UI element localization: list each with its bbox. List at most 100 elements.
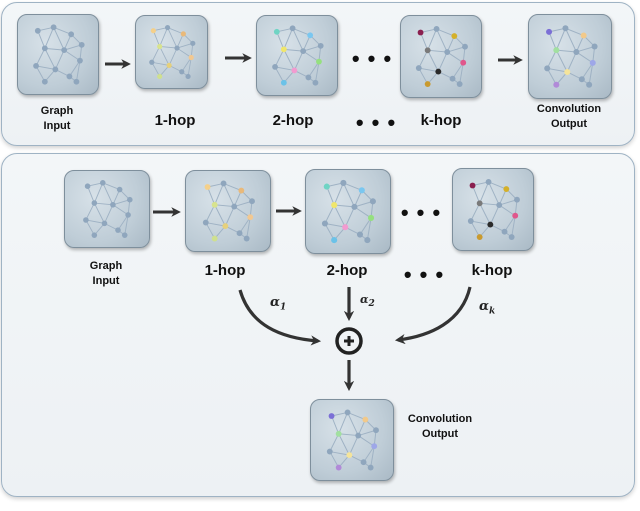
graph-edge <box>588 62 594 85</box>
graph-node <box>211 201 218 208</box>
graph-node <box>589 59 596 66</box>
graph-edge <box>547 67 568 73</box>
graph-edge <box>54 49 65 70</box>
graph-edge <box>167 27 178 49</box>
graph-node <box>317 42 324 49</box>
graph-edge <box>176 47 192 58</box>
graph-edge <box>436 28 448 53</box>
graph-node <box>211 235 218 242</box>
graph-node <box>180 31 186 37</box>
graph-glyph <box>415 26 468 87</box>
graph-node <box>331 202 338 209</box>
hop2-label-top: 2-hop <box>272 112 314 129</box>
graph-node <box>553 47 560 54</box>
graph-node <box>280 79 287 86</box>
graph-edge <box>151 46 161 63</box>
graph-node <box>291 67 298 74</box>
graph-edge <box>427 49 448 53</box>
graph-edge <box>326 186 335 206</box>
graph-node <box>351 203 358 210</box>
graph-node <box>77 57 83 64</box>
graph-node <box>222 223 229 230</box>
graph-edge <box>117 214 129 231</box>
hop1-label-bottom: 1-hop <box>204 262 246 279</box>
graph-node <box>50 24 57 31</box>
graph-edge <box>358 429 377 437</box>
graph-edge <box>75 60 81 82</box>
graph-edge <box>329 451 350 456</box>
graph-node <box>185 73 191 80</box>
graph-node <box>456 81 463 87</box>
graph-node <box>157 73 163 80</box>
graph-glyph <box>272 25 324 86</box>
hop2-graph-tile-top <box>256 15 338 96</box>
ellipsis-top-lower: • • • <box>355 110 397 135</box>
graph-edge <box>324 223 335 241</box>
graph-node <box>179 69 185 75</box>
graph-edge <box>470 203 481 222</box>
graph-edge <box>427 50 439 72</box>
graph-node <box>164 24 171 31</box>
graph-node <box>355 432 362 439</box>
graph-edge <box>347 411 366 421</box>
graph-edge <box>324 204 335 224</box>
graph-node <box>514 196 520 203</box>
graph-node <box>358 187 365 194</box>
graph-edge <box>329 433 340 452</box>
graph-edge <box>102 182 120 191</box>
graph-edge <box>357 435 375 447</box>
graph-edge <box>511 215 516 238</box>
graph-node <box>121 232 128 238</box>
graph-glyph <box>321 179 376 244</box>
graph-node <box>562 25 569 32</box>
graph-edge <box>459 62 464 85</box>
graph-node <box>41 78 48 85</box>
graph-node <box>424 47 431 54</box>
graph-node <box>125 212 131 218</box>
graph-edge <box>102 182 114 205</box>
graph-edge <box>546 49 557 69</box>
graph-node <box>424 81 431 87</box>
graph-edge <box>274 66 285 83</box>
graph-glyph <box>33 24 85 85</box>
graph-edge <box>338 433 350 456</box>
graph-edge <box>64 44 82 51</box>
graph-edge <box>314 61 320 83</box>
graph-edge <box>85 219 95 236</box>
graph-edge <box>363 445 375 463</box>
graph-node <box>462 43 468 50</box>
hop1-graph-tile-bottom <box>185 170 271 252</box>
graph-edge <box>214 204 235 208</box>
graph-node <box>157 43 163 50</box>
graph-edge <box>69 60 81 77</box>
graph-edge <box>470 220 481 238</box>
graph-node <box>369 198 376 205</box>
graph-edge <box>488 181 500 206</box>
graph-node <box>417 29 424 36</box>
graph-edge <box>338 433 359 437</box>
graph-edge <box>418 50 429 69</box>
graph-edge <box>302 50 320 63</box>
graph-edge <box>205 204 216 223</box>
graph-node <box>342 224 349 231</box>
graph-node <box>99 180 106 186</box>
graph-edge <box>246 217 251 239</box>
graph-node <box>280 46 287 53</box>
graph-edge <box>53 26 72 35</box>
graph-node <box>344 409 351 416</box>
graph-edge <box>447 46 466 53</box>
graph-edge <box>548 31 557 51</box>
graph-node <box>360 459 367 466</box>
graph-edge <box>498 204 516 217</box>
graph-edge <box>479 202 500 206</box>
graph-edge <box>35 65 56 70</box>
graph-edge <box>205 222 216 239</box>
graph-node <box>73 78 80 85</box>
graph-edge <box>44 47 65 51</box>
graph-node <box>460 59 467 66</box>
hopk-label-bottom: k-hop <box>471 262 513 279</box>
graph-edge <box>303 45 321 52</box>
graph-node <box>272 64 278 70</box>
graph-node <box>451 33 458 39</box>
graph-edge <box>452 62 464 79</box>
